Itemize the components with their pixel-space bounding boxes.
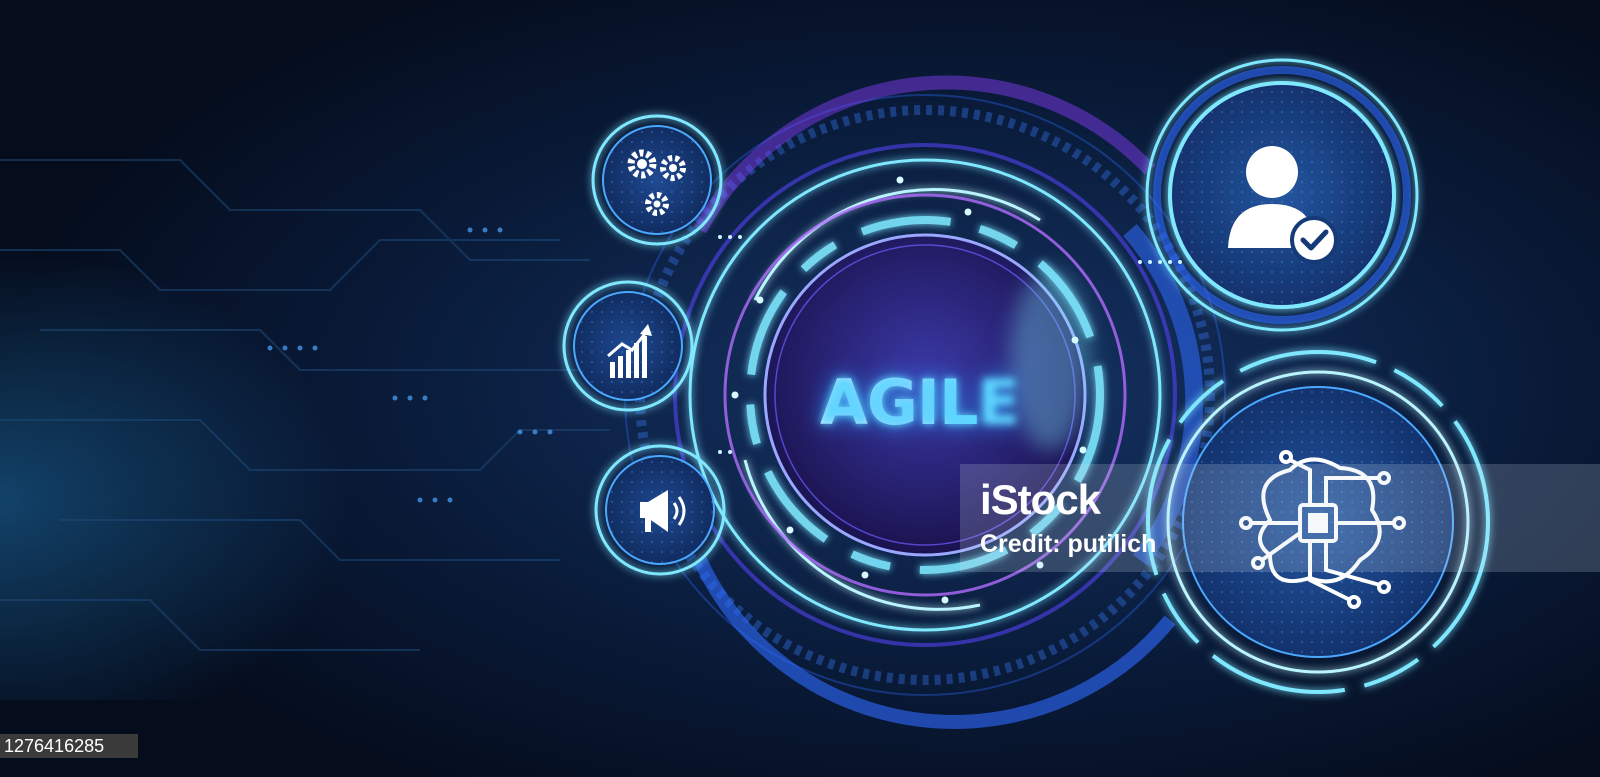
circuit-traces — [0, 159, 610, 651]
watermark-credit: Credit: putilich — [980, 530, 1157, 558]
gears-badge — [591, 114, 723, 246]
watermark-logo: iStock — [980, 476, 1101, 523]
central-ring-system — [624, 75, 1226, 729]
growth-chart-badge — [562, 280, 694, 412]
megaphone-badge — [594, 444, 726, 576]
growth-chart-icon — [607, 324, 652, 378]
watermark-band — [960, 464, 1600, 572]
ai-brain-badge — [1146, 350, 1490, 694]
agile-title: AGILE — [820, 366, 1020, 439]
gears-icon — [627, 149, 686, 216]
user-check-icon — [1228, 146, 1338, 264]
image-id-tag: 1276416285 — [0, 734, 138, 758]
connector-dots — [718, 235, 1182, 454]
circuit-dots — [267, 227, 553, 503]
ai-brain-chip-icon — [1239, 450, 1406, 609]
megaphone-icon — [640, 490, 686, 532]
background-left-glow — [0, 200, 700, 700]
user-check-badge — [1145, 58, 1419, 332]
